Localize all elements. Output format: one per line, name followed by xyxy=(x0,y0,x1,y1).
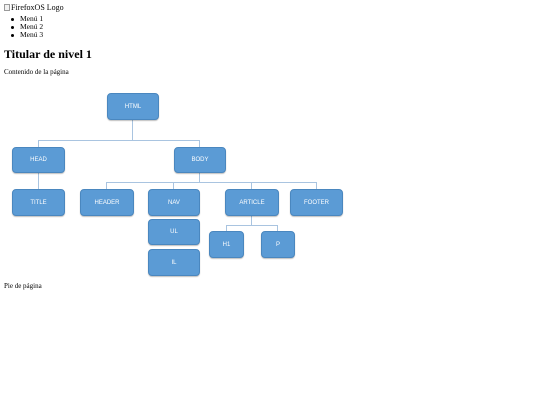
node-html: HTML xyxy=(107,93,159,120)
connector-body-down xyxy=(199,172,200,182)
node-p: P xyxy=(261,231,295,258)
connector-to-footer xyxy=(316,182,317,189)
node-ul: UL xyxy=(148,219,200,245)
menu-item-1: Menú 1 xyxy=(10,14,44,23)
node-article: ARTICLE xyxy=(225,189,279,216)
node-head: HEAD xyxy=(12,147,65,173)
menu-item-3: Menú 3 xyxy=(10,30,44,39)
firefoxos-logo: FirefoxOS Logo xyxy=(4,3,64,12)
menu-list: Menú 1 Menú 2 Menú 3 xyxy=(10,14,44,39)
connector-to-article xyxy=(251,182,252,189)
node-footer: FOOTER xyxy=(290,189,343,216)
connector-head-title xyxy=(38,172,39,189)
connector-article-down xyxy=(251,215,252,225)
broken-image-icon xyxy=(4,4,10,11)
connector-to-head xyxy=(38,140,39,147)
connector-to-nav xyxy=(173,182,174,189)
connector-level3-bar xyxy=(226,225,278,226)
node-body: BODY xyxy=(174,147,226,173)
connector-html-down xyxy=(132,119,133,140)
connector-level2-bar xyxy=(106,182,317,183)
menu-item-2: Menú 2 xyxy=(10,22,44,31)
node-h1: H1 xyxy=(209,231,244,258)
connector-to-p xyxy=(277,225,278,231)
connector-to-body xyxy=(199,140,200,147)
node-header: HEADER xyxy=(80,189,134,216)
page-title: Titular de nivel 1 xyxy=(4,47,92,61)
connector-to-header xyxy=(106,182,107,189)
page-footer: Pie de página xyxy=(4,282,42,290)
logo-alt-text: FirefoxOS Logo xyxy=(11,3,64,12)
connector-to-h1 xyxy=(226,225,227,231)
page-content: Contenido de la página xyxy=(4,68,69,76)
node-li: IL xyxy=(148,249,200,276)
node-nav: NAV xyxy=(148,189,200,216)
connector-level1-bar xyxy=(38,140,200,141)
node-title: TITLE xyxy=(12,189,65,216)
